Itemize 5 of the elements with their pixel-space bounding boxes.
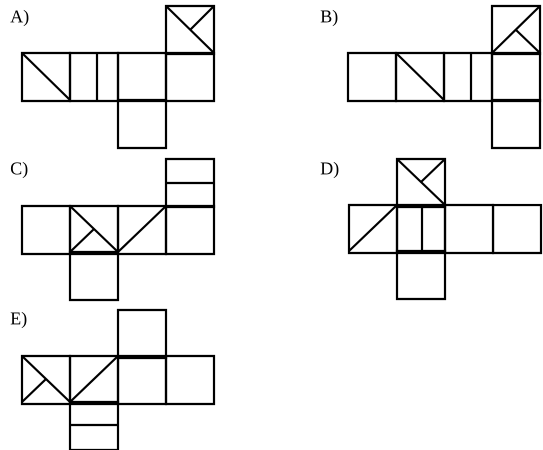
option-label: C)	[10, 162, 28, 178]
option-label: E)	[10, 312, 26, 328]
option-label: A)	[10, 10, 28, 26]
option-label: D)	[320, 162, 338, 178]
option-label: B)	[320, 10, 338, 26]
